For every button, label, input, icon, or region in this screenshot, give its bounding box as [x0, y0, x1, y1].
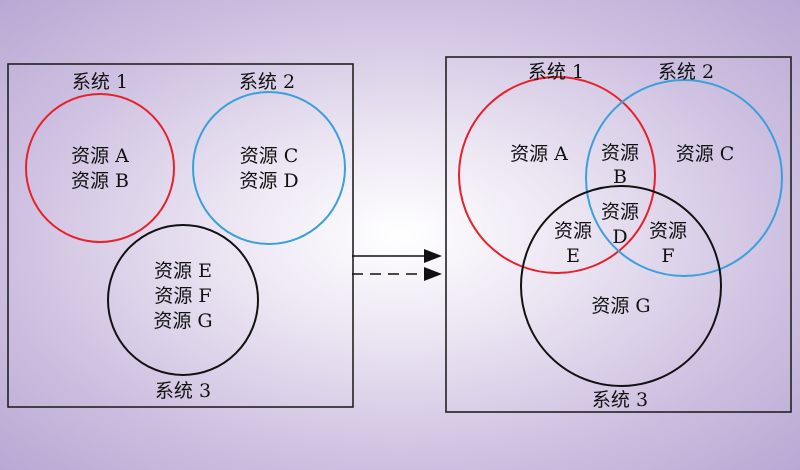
right-panel: 系统 1 系统 2 系统 3 资源 A 资源 C 资源 G 资源 B 资源 D …: [445, 56, 792, 413]
right-circle-system3: [520, 185, 722, 387]
left-system1-label: 系统 1: [72, 71, 128, 93]
right-circle-system2: [585, 79, 783, 277]
right-system2-label: 系统 2: [658, 61, 714, 83]
left-circle-system2: [192, 91, 346, 245]
right-region-e-line2: E: [566, 245, 580, 267]
right-region-d-line1: 资源: [601, 201, 639, 223]
right-region-f-line1: 资源: [649, 220, 687, 242]
left-system3-label: 系统 3: [155, 380, 211, 402]
left-circle1-line2: 资源 B: [71, 170, 129, 192]
solid-arrow-head-icon: [424, 249, 442, 263]
right-region-a: 资源 A: [510, 143, 568, 165]
left-frame: [7, 63, 354, 408]
right-system1-label: 系统 1: [528, 61, 584, 83]
right-region-d-line2: D: [612, 226, 627, 248]
left-circle-system3: [107, 224, 259, 376]
left-circle2-line2: 资源 D: [239, 170, 298, 192]
right-region-b-line2: B: [613, 166, 627, 188]
right-frame: [445, 56, 792, 413]
right-region-e-line1: 资源: [554, 220, 592, 242]
left-panel: 系统 1 系统 2 系统 3 资源 A 资源 B 资源 C 资源 D 资源 E …: [7, 63, 354, 408]
left-system2-label: 系统 2: [239, 71, 295, 93]
right-region-b-line1: 资源: [601, 142, 639, 164]
right-region-f-line2: F: [661, 245, 674, 267]
left-circle3-line2: 资源 F: [154, 285, 211, 307]
left-circle3-line3: 资源 G: [153, 310, 212, 332]
transition-arrows: [352, 249, 442, 281]
dashed-arrow-head-icon: [424, 267, 442, 281]
left-circle-system1: [25, 93, 175, 243]
left-circle2-line1: 资源 C: [240, 145, 299, 167]
right-system3-label: 系统 3: [592, 389, 648, 411]
left-circle1-line1: 资源 A: [71, 145, 129, 167]
right-circle-system1: [458, 76, 656, 274]
left-circle3-line1: 资源 E: [154, 260, 212, 282]
right-region-g: 资源 G: [591, 295, 650, 317]
right-region-c: 资源 C: [676, 143, 735, 165]
